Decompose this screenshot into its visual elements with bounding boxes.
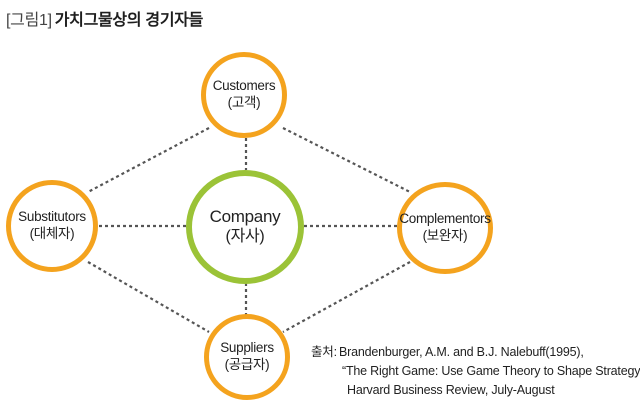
connector-customers-complementors (282, 127, 411, 193)
source-label: 출처: (311, 345, 337, 359)
node-customers-label: Customers (212, 78, 276, 94)
node-substitutors-label: Substitutors (18, 209, 86, 225)
connector-customers-substitutors (87, 127, 210, 193)
figure-caption: 가치그물상의 경기자들 (54, 12, 204, 29)
node-suppliers-sublabel: (공급자) (224, 356, 270, 372)
node-customers: Customers (고객) (201, 52, 287, 138)
figure-title: [그림1]가치그물상의 경기자들 (6, 6, 203, 30)
connector-complementors-suppliers (282, 261, 411, 333)
source-line-2: “The Right Game: Use Game Theory to Shap… (342, 364, 640, 378)
node-substitutors: Substitutors (대체자) (6, 180, 98, 272)
node-company-label: Company (209, 206, 281, 226)
node-customers-sublabel: (고객) (227, 94, 261, 110)
node-suppliers-label: Suppliers (220, 340, 274, 356)
node-complementors: Complementors (보완자) (397, 182, 493, 274)
source-line-3: Harvard Business Review, July-August (347, 383, 555, 397)
node-company-sublabel: (자사) (225, 228, 265, 246)
node-substitutors-sublabel: (대체자) (29, 225, 75, 241)
node-complementors-label: Complementors (399, 211, 491, 227)
node-company: Company (자사) (186, 170, 304, 284)
source-line-1: Brandenburger, A.M. and B.J. Nalebuff(19… (339, 345, 584, 359)
connector-substitutors-suppliers (87, 261, 210, 333)
figure-number: [그림1] (6, 12, 52, 29)
node-complementors-sublabel: (보완자) (422, 227, 468, 243)
node-suppliers: Suppliers (공급자) (204, 314, 290, 400)
source-citation: 출처:Brandenburger, A.M. and B.J. Nalebuff… (311, 343, 640, 400)
